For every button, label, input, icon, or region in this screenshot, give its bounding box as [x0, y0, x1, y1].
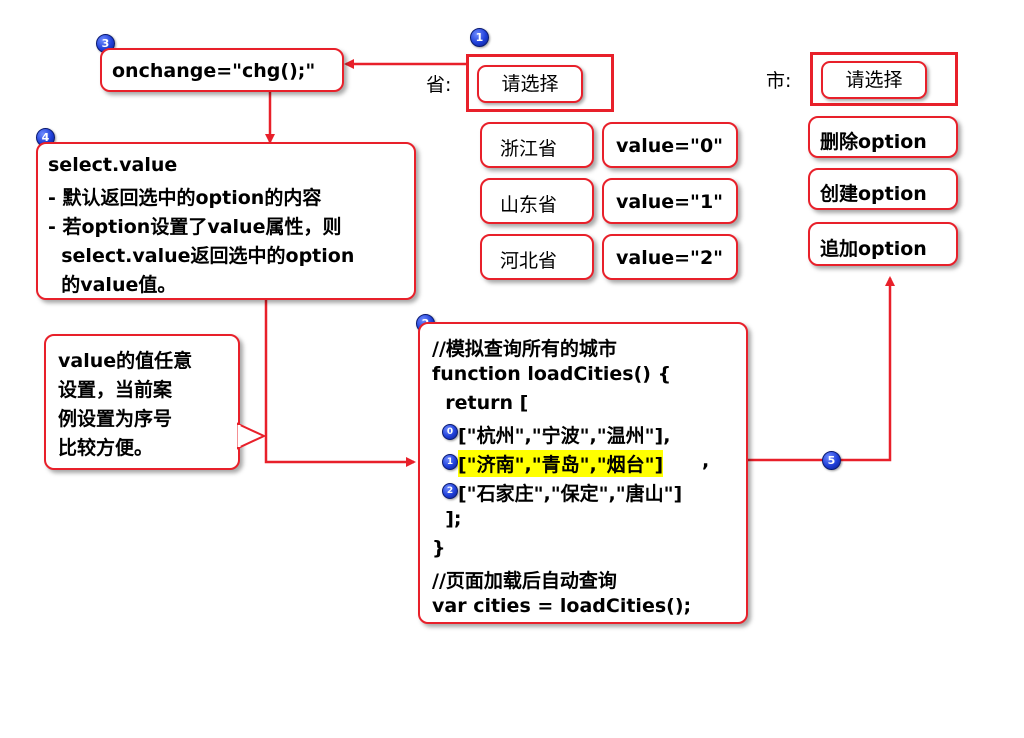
value-note: value的值任意 设置，当前案 例设置为序号 比较方便。 [44, 334, 240, 470]
code-line-6: ["石家庄","保定","唐山"] [458, 483, 683, 505]
arrow-note-to-code [264, 298, 416, 467]
province-option-1-value: value="1" [602, 178, 738, 224]
step-badge-5: 5 [822, 451, 841, 470]
code-line-4: ["杭州","宁波","温州"], [458, 425, 671, 447]
code-line-2: function loadCities() { [432, 363, 672, 385]
province-option-0-value: value="0" [602, 122, 738, 168]
province-option-2-value: value="2" [602, 234, 738, 280]
create-option-box: 创建option [808, 168, 958, 210]
code-line-9: //页面加载后自动查询 [432, 570, 617, 592]
code-box: //模拟查询所有的城市 function loadCities() { retu… [418, 322, 748, 624]
step-badge-1: 1 [470, 28, 489, 47]
select-value-note: select.value - 默认返回选中的option的内容 - 若optio… [36, 142, 416, 300]
code-line-7: ]; [432, 508, 462, 530]
code-line-5-comma: , [702, 450, 710, 472]
code-line-1: //模拟查询所有的城市 [432, 338, 617, 360]
city-select-display[interactable]: 请选择 [821, 61, 927, 99]
province-option-2: 河北省 [480, 234, 594, 280]
province-label: 省: [426, 74, 452, 96]
province-select[interactable]: 请选择 [466, 54, 614, 112]
onchange-text: onchange="chg();" [112, 60, 316, 82]
city-select[interactable]: 请选择 [810, 52, 958, 106]
append-option-box: 追加option [808, 222, 958, 266]
province-option-1: 山东省 [480, 178, 594, 224]
arrow-code-to-append [706, 276, 895, 462]
province-option-0: 浙江省 [480, 122, 594, 168]
row-badge-1: 1 [442, 454, 458, 470]
delete-option-box: 删除option [808, 116, 958, 158]
row-badge-0: 0 [442, 424, 458, 440]
code-line-10: var cities = loadCities(); [432, 595, 692, 617]
onchange-box: onchange="chg();" [100, 48, 344, 92]
code-line-5-highlight: ["济南","青岛","烟台"] [458, 450, 664, 477]
code-line-3: return [ [432, 392, 529, 414]
city-label: 市: [766, 70, 792, 92]
code-line-8: } [432, 537, 446, 559]
row-badge-2: 2 [442, 483, 458, 499]
province-select-display[interactable]: 请选择 [477, 65, 583, 103]
